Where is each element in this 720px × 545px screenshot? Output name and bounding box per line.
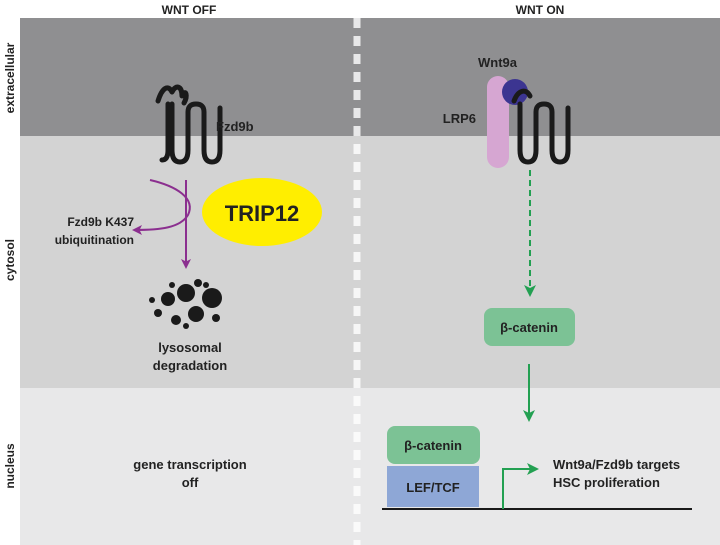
lef-tcf-box: [387, 466, 479, 507]
wnt9a-ligand: [502, 79, 528, 105]
trip12-ellipse: [202, 178, 322, 246]
beta-catenin-nucleus-box: [387, 426, 480, 464]
lrp6-coreceptor: [487, 76, 509, 168]
beta-catenin-cytosol-label: β-catenin: [500, 320, 558, 335]
lrp6-label: LRP6: [443, 111, 476, 126]
fzd9b-receptor-on-icon: [511, 88, 571, 165]
beta-catenin-cytosol-box: [484, 308, 575, 346]
extracellular-region: [20, 18, 720, 136]
label-cytosol: cytosol: [3, 239, 17, 281]
degradation-label-line1: lysosomal: [158, 340, 222, 355]
ubiquitination-label-line1: Fzd9b K437: [67, 215, 134, 229]
degradation-label-line2: degradation: [153, 358, 227, 373]
trip12-label: TRIP12: [225, 201, 300, 226]
transcription-off-line2: off: [182, 475, 199, 490]
beta-catenin-nucleus-label: β-catenin: [404, 438, 462, 453]
header-wnt-off: WNT OFF: [162, 3, 217, 17]
transcription-off-line1: gene transcription: [133, 457, 246, 472]
cytosol-region: [20, 136, 720, 388]
wnt9a-label: Wnt9a: [478, 55, 518, 70]
lef-tcf-label: LEF/TCF: [406, 480, 459, 495]
transcription-start-arrow: [502, 463, 539, 509]
lysosome-vesicles-icon: [149, 279, 222, 329]
targets-label-line2: HSC proliferation: [553, 475, 660, 490]
fzd9b-label: Fzd9b: [216, 119, 254, 134]
nucleus-region: [20, 388, 720, 545]
targets-label-line1: Wnt9a/Fzd9b targets: [553, 457, 680, 472]
label-nucleus: nucleus: [3, 443, 17, 489]
fzd9b-receptor-icon: [155, 84, 223, 165]
label-extracellular: extracellular: [3, 42, 17, 113]
header-wnt-on: WNT ON: [516, 3, 565, 17]
ubiquitination-arrow: [132, 179, 191, 235]
ubiquitination-label-line2: ubiquitination: [55, 233, 134, 247]
